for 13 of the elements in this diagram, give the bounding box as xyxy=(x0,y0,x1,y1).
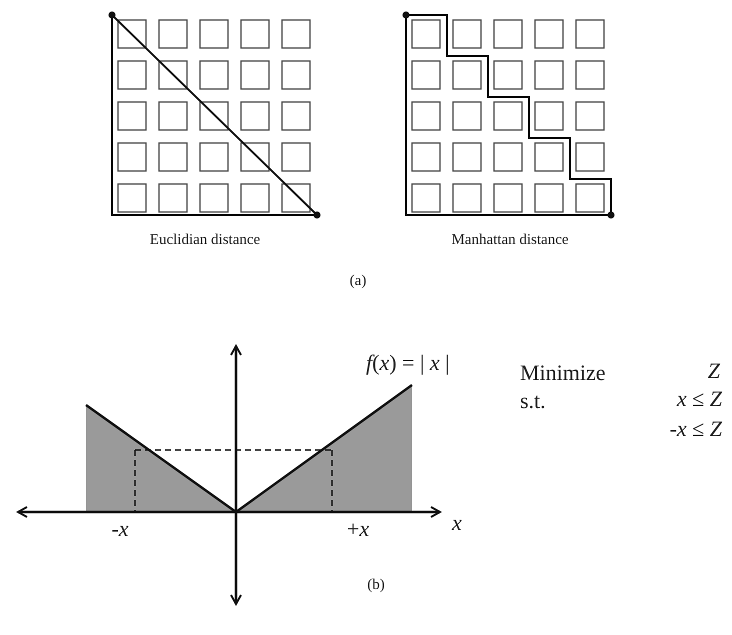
label-text: (b) xyxy=(366,576,386,595)
label-text: Minimize xyxy=(520,359,607,387)
label-text: +x xyxy=(346,515,370,543)
label-text: Z xyxy=(706,357,720,385)
label-text: f(x) = | x | xyxy=(366,349,451,377)
label-text: s.t. xyxy=(520,387,547,415)
label-text: Manhattan distance xyxy=(450,231,570,250)
label-text: -x xyxy=(110,515,130,543)
label-text: -x ≤ Z xyxy=(668,415,722,443)
label-text: (a) xyxy=(348,272,368,291)
label-text: Euclidian distance xyxy=(148,231,262,250)
label-text: x xyxy=(452,509,463,537)
label-text: x ≤ Z xyxy=(676,385,722,413)
